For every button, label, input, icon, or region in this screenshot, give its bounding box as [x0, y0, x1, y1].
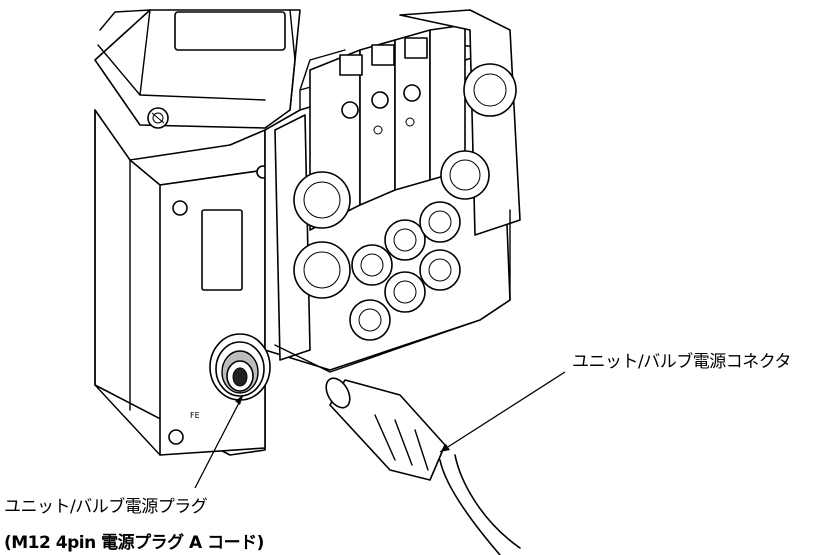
- leader-arrow-plug: [235, 395, 243, 405]
- leader-line-plug: [194, 394, 244, 489]
- top-cover: [94, 9, 301, 129]
- manifold-block: [264, 9, 521, 373]
- leader-arrow-socket: [440, 444, 450, 452]
- socket-connector: [325, 377, 521, 555]
- socket-connector-label: ユニット/バルブ電源コネクタ: [572, 352, 792, 372]
- plug-label: ユニット/バルブ電源プラグ: [4, 497, 208, 517]
- unit-body: FE: [94, 109, 270, 456]
- unit-power-plug: [209, 333, 271, 401]
- plug-spec-label: (M12 4pin 電源プラグ A コード): [4, 533, 264, 553]
- leader-line-socket: [439, 371, 566, 453]
- svg-text:FE: FE: [190, 411, 200, 420]
